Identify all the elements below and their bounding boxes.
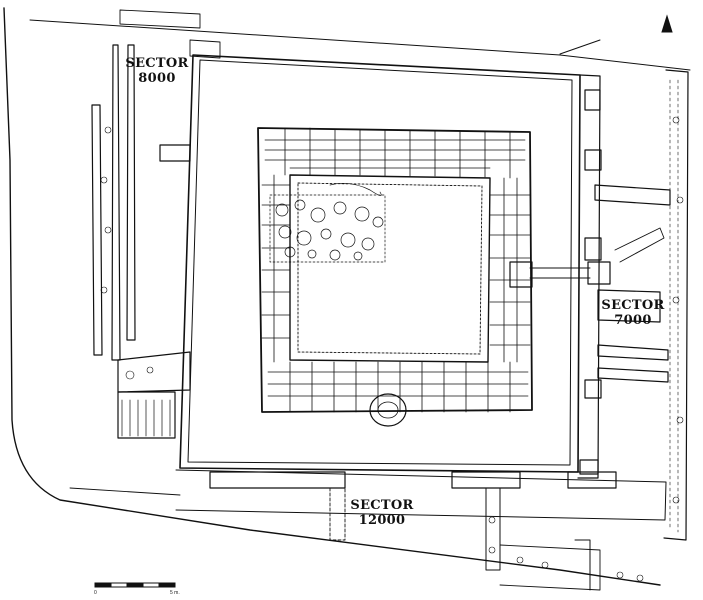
sector-8000-number: 8000 — [138, 71, 176, 86]
central-building-outer — [257, 127, 533, 413]
sector-8000-title: SECTOR — [125, 56, 189, 71]
rubble-area — [269, 183, 386, 263]
north-arrow-icon — [661, 14, 673, 33]
scale-start-label: 0 — [94, 590, 97, 596]
sector-12000-label: SECTOR 12000 — [344, 498, 420, 528]
sector-7000-walls — [577, 69, 689, 541]
sector-8000-label: SECTOR 8000 — [124, 56, 190, 86]
scale-bar — [94, 582, 176, 588]
sector-8000-walls — [91, 9, 221, 439]
central-courtyard — [289, 174, 491, 363]
scale-end-label: 5 m. — [170, 590, 180, 596]
sector-7000-label: SECTOR 7000 — [598, 298, 668, 328]
sector-7000-number: 7000 — [614, 313, 652, 328]
sector-12000-number: 12000 — [358, 513, 406, 528]
sector-7000-title: SECTOR — [601, 298, 665, 313]
site-boundary — [3, 7, 661, 586]
sector-12000-walls — [69, 471, 617, 591]
sector-12000-title: SECTOR — [350, 498, 414, 513]
